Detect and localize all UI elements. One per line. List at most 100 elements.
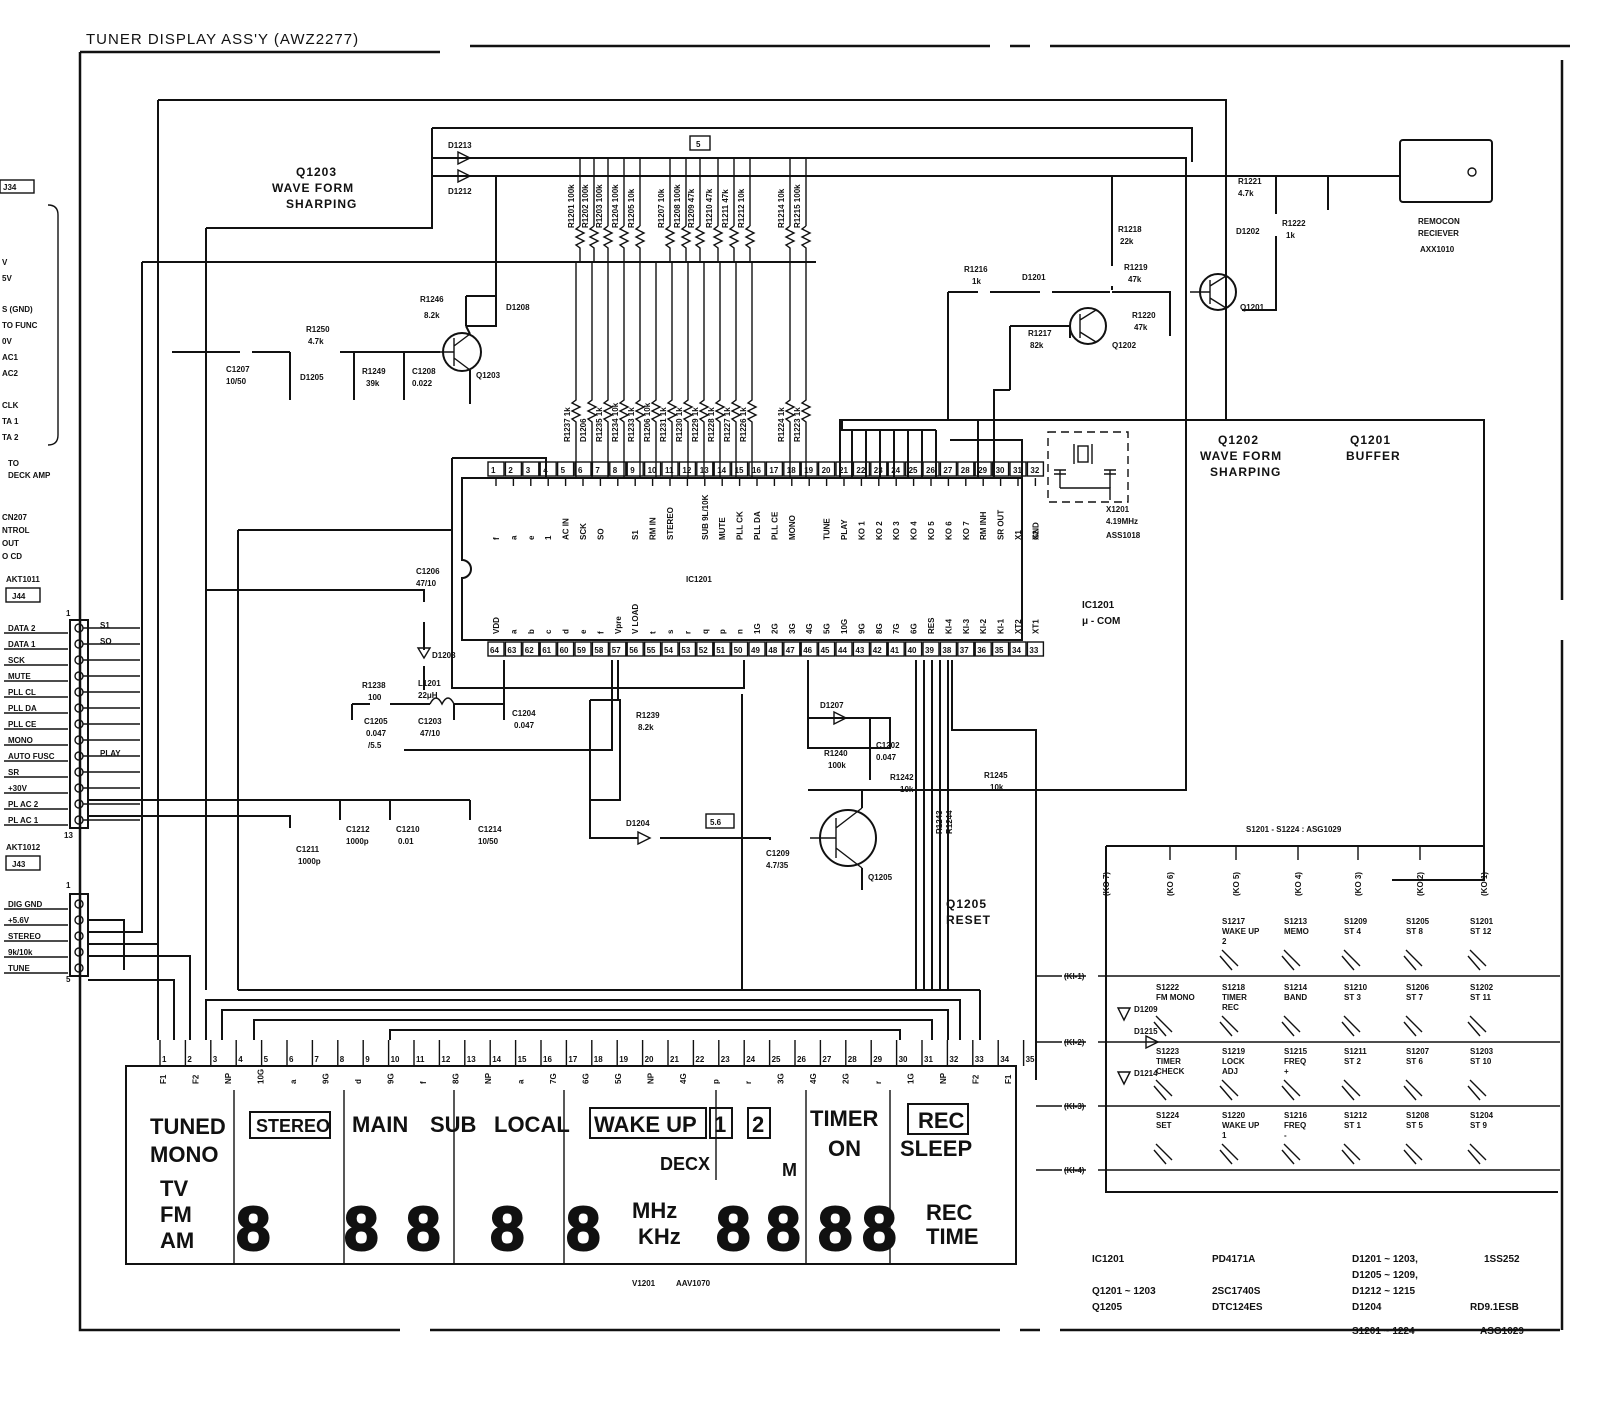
ic-pin-number: 36 (977, 646, 986, 655)
resistor-label: R1212 10k (737, 188, 746, 228)
ic-pin-number: 5 (561, 466, 566, 475)
ic-pin-label: a (509, 535, 518, 540)
ic-pin-number: 43 (855, 646, 864, 655)
ic-pin-top (748, 461, 766, 477)
switch-label: S1201 (1470, 917, 1494, 926)
block-q1202-l1: Q1202 (1218, 433, 1259, 447)
ic-pin-number: 57 (612, 646, 621, 655)
ic-pin-number: 7 (595, 466, 600, 475)
switch-label: S1209 (1344, 917, 1368, 926)
display-pin-number: 29 (873, 1055, 882, 1064)
switch-contact (1467, 1079, 1487, 1101)
resistor-bottom (618, 262, 630, 478)
svg-text:AKT1011: AKT1011 (6, 575, 40, 584)
svg-text:47/10: 47/10 (420, 729, 441, 738)
resistor-bottom (586, 262, 598, 478)
ind-sub: SUB (430, 1112, 476, 1137)
display-pin-label: a (517, 1079, 526, 1084)
j44-pin-label: PL AC 1 (8, 816, 39, 825)
svg-text:C1209: C1209 (766, 849, 790, 858)
ic-pin-bottom (817, 641, 836, 657)
svg-text:J43: J43 (12, 860, 26, 869)
ic-pin-label: KI-3 (962, 618, 971, 634)
ind-stereo: STEREO (256, 1116, 330, 1136)
part-value: 1SS252 (1484, 1254, 1520, 1265)
ic-pin-number: 42 (873, 646, 882, 655)
j43-pin (74, 931, 84, 941)
ic-pin-bottom (626, 641, 644, 657)
resistor-top (728, 158, 740, 262)
display-pin-number: 6 (289, 1055, 294, 1064)
resistor-label: R1201 100k (567, 184, 576, 228)
ic-pin-label: e (579, 629, 588, 634)
resistor-label: R1203 100k (595, 184, 604, 228)
display-pin-number: 16 (543, 1055, 552, 1064)
ic-pin-label: RM INH (979, 511, 988, 540)
svg-text:R1220: R1220 (1132, 311, 1156, 320)
svg-text:39k: 39k (366, 379, 380, 388)
resistor-label: R1231 1k (659, 407, 668, 442)
left-edge-label: O CD (2, 552, 22, 561)
svg-text:D1201: D1201 (1022, 273, 1046, 282)
ic-pin-number: 14 (717, 466, 726, 475)
schematic-title: TUNER DISPLAY ASS'Y (AWZ2277) (86, 31, 359, 48)
j44-pin-label: DATA 2 (8, 624, 36, 633)
svg-text:22k: 22k (1120, 237, 1134, 246)
svg-text:R1239: R1239 (636, 711, 660, 720)
switch-label: ADJ (1222, 1067, 1238, 1076)
switch-label: S1216 (1284, 1111, 1308, 1120)
ic-pin-top (817, 461, 836, 477)
resistor-bottom (746, 262, 758, 478)
ic-pin-number: 52 (699, 646, 708, 655)
component-labels: D1213 D1212 5 R1246 8.2k D1208 R1250 4.7… (226, 135, 1306, 870)
j43-pin-label: DIG GND (8, 900, 42, 909)
ic-pin-label: RES (927, 617, 936, 634)
display-pin-number: 3 (213, 1055, 218, 1064)
switch-contact (1403, 1015, 1423, 1037)
svg-text:47k: 47k (1128, 275, 1142, 284)
digit-5: 8 (566, 1195, 600, 1264)
display-pin-number: 9 (365, 1055, 370, 1064)
switch-contact (1219, 949, 1239, 971)
svg-text:AKT1012: AKT1012 (6, 843, 41, 852)
switch-title: S1201 - S1224 : ASG1029 (1246, 825, 1342, 834)
ko-label: (KO 1) (1480, 872, 1489, 896)
ic-pin-label: 2G (770, 623, 779, 634)
switch-label: S1204 (1470, 1111, 1494, 1120)
switch-label: S1208 (1406, 1111, 1430, 1120)
ic-pin-top (504, 461, 523, 477)
ic-pin-number: 29 (978, 466, 987, 475)
ind-decx: DECX (660, 1154, 710, 1174)
ic-pin-bottom (991, 641, 1010, 657)
svg-text:0.01: 0.01 (398, 837, 414, 846)
ind-wake-up: WAKE UP (594, 1112, 697, 1137)
ic-pin-number: 28 (961, 466, 970, 475)
svg-text:22μH: 22μH (418, 691, 438, 700)
j44-pin-label: SR (8, 768, 19, 777)
left-edge-label: DECK AMP (8, 471, 51, 480)
part-value: DTC124ES (1212, 1302, 1263, 1313)
svg-text:D1205: D1205 (300, 373, 324, 382)
svg-text:C1207: C1207 (226, 365, 250, 374)
svg-text:D1202: D1202 (1236, 227, 1260, 236)
j44-tag: PLAY (100, 749, 121, 758)
digit-1: 8 (236, 1195, 270, 1264)
ic-pin-bottom (765, 641, 784, 657)
display-pin-number: 2 (187, 1055, 192, 1064)
resistor-label: R1230 1k (675, 407, 684, 442)
display-pin-number: 25 (772, 1055, 781, 1064)
ic-pin-top (991, 461, 1010, 477)
svg-text:R1222: R1222 (1282, 219, 1306, 228)
ic-pin-bottom (539, 641, 557, 657)
ic-pin-number: 1 (491, 466, 496, 475)
ind-on: ON (828, 1136, 861, 1161)
block-q1201-l1: Q1201 (1350, 433, 1391, 447)
display-pin-label: 2G (842, 1073, 851, 1084)
ic-pin-number: 37 (960, 646, 969, 655)
ic-pin-number: 55 (647, 646, 656, 655)
ic-pin-number: 12 (682, 466, 691, 475)
resistor-label: D1206 (579, 418, 588, 442)
ind-tuned: TUNED (150, 1114, 226, 1139)
display-pin-number: 26 (797, 1055, 806, 1064)
